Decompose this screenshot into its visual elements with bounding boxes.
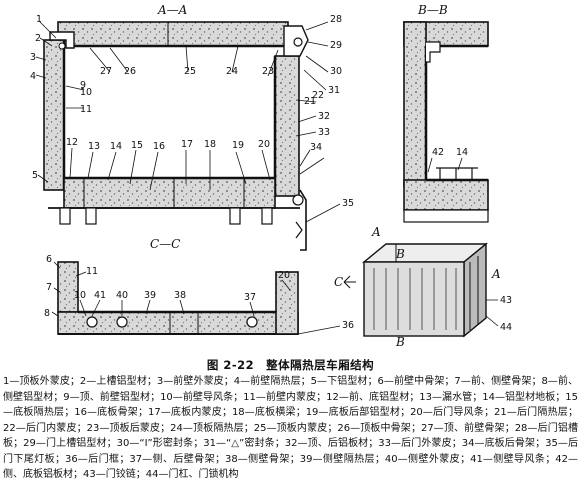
- callout-label: 34: [310, 142, 322, 153]
- callout-label: 7: [46, 282, 52, 293]
- callout-label: 17: [181, 139, 193, 150]
- callout-label: 43: [500, 295, 512, 306]
- rear-door-panel: [274, 55, 300, 197]
- callout-label: 27: [100, 66, 112, 77]
- callout-label: A: [491, 267, 501, 281]
- callout-label: 31: [328, 85, 340, 96]
- callout-label: 20: [258, 139, 270, 150]
- callout-label: A: [371, 225, 381, 239]
- callout-label: 5: [32, 170, 38, 181]
- callout-label: 14: [456, 147, 468, 158]
- callout-label: 32: [318, 111, 330, 122]
- callout-label: 14: [110, 141, 122, 152]
- callout-label: 41: [94, 290, 106, 301]
- callout-label: 28: [330, 14, 342, 25]
- callout-label: 8: [44, 308, 50, 319]
- callout-label: 19: [232, 140, 244, 151]
- section-bb-title: B—B: [417, 3, 448, 17]
- callout-label: 3: [30, 52, 36, 63]
- floor-panel: [63, 177, 276, 209]
- figure-caption: 图 2-22 整体隔热层车厢结构: [206, 358, 375, 372]
- callout-label: 26: [124, 66, 136, 77]
- callout-label: B: [395, 335, 405, 349]
- rear-tail-lamp-plate: [299, 189, 307, 251]
- callout-label: 33: [318, 127, 330, 138]
- section-c-c: C—C 6 11 7 8 10 41 40 39 38 37 20 36: [44, 237, 354, 335]
- callout-label: C: [334, 275, 343, 289]
- callout-label: 11: [80, 104, 92, 115]
- callout-label: 4: [30, 71, 36, 82]
- callout-label: 44: [500, 322, 512, 333]
- callout-label: 35: [342, 198, 354, 209]
- callout-label: 36: [342, 320, 354, 331]
- callout-label: 1: [36, 14, 42, 25]
- callout-label: 20: [278, 270, 290, 281]
- callout-label: 13: [88, 141, 100, 152]
- front-wall-panel: [43, 39, 65, 191]
- section-aa-title: A—A: [157, 3, 188, 17]
- cross-section-drawing: A—A: [30, 3, 512, 349]
- section-b-b: B—B 42 14: [403, 3, 489, 223]
- callout-label: 11: [86, 266, 98, 277]
- callout-label: 29: [330, 40, 342, 51]
- callout-label: B: [395, 247, 405, 261]
- callout-label: 21: [304, 96, 316, 107]
- section-cc-title: C—C: [150, 237, 180, 251]
- callout-label: 42: [432, 147, 444, 158]
- callout-label: 23: [262, 66, 274, 77]
- callout-label: 12: [66, 137, 78, 148]
- callout-label: 22: [312, 90, 324, 101]
- callout-label: 37: [244, 292, 256, 303]
- callout-label: 38: [174, 290, 186, 301]
- callout-label: 30: [330, 66, 342, 77]
- callout-label: 2: [35, 33, 41, 44]
- callout-label: 18: [204, 139, 216, 150]
- isometric-body-view: A B B C A 43 44: [334, 225, 512, 349]
- callout-label: 6: [46, 254, 52, 265]
- figure-legend: 1—顶板外蒙皮；2—上槽铝型材；3—前壁外蒙皮；4—前壁隔热层；5—下铝型材；6…: [3, 376, 578, 480]
- roof-insulation-panel: [57, 21, 289, 47]
- callout-label: 10: [74, 290, 86, 301]
- callout-label: 25: [184, 66, 196, 77]
- callout-label: 39: [144, 290, 156, 301]
- callout-label: 9: [80, 80, 86, 91]
- callout-label: 10: [80, 87, 92, 98]
- callout-label: 16: [153, 141, 165, 152]
- roof-front-corner-extrusion: [49, 31, 75, 49]
- section-a-a: A—A: [30, 3, 354, 251]
- callout-label: 40: [116, 290, 128, 301]
- callout-label: 15: [131, 140, 143, 151]
- callout-label: 24: [226, 66, 238, 77]
